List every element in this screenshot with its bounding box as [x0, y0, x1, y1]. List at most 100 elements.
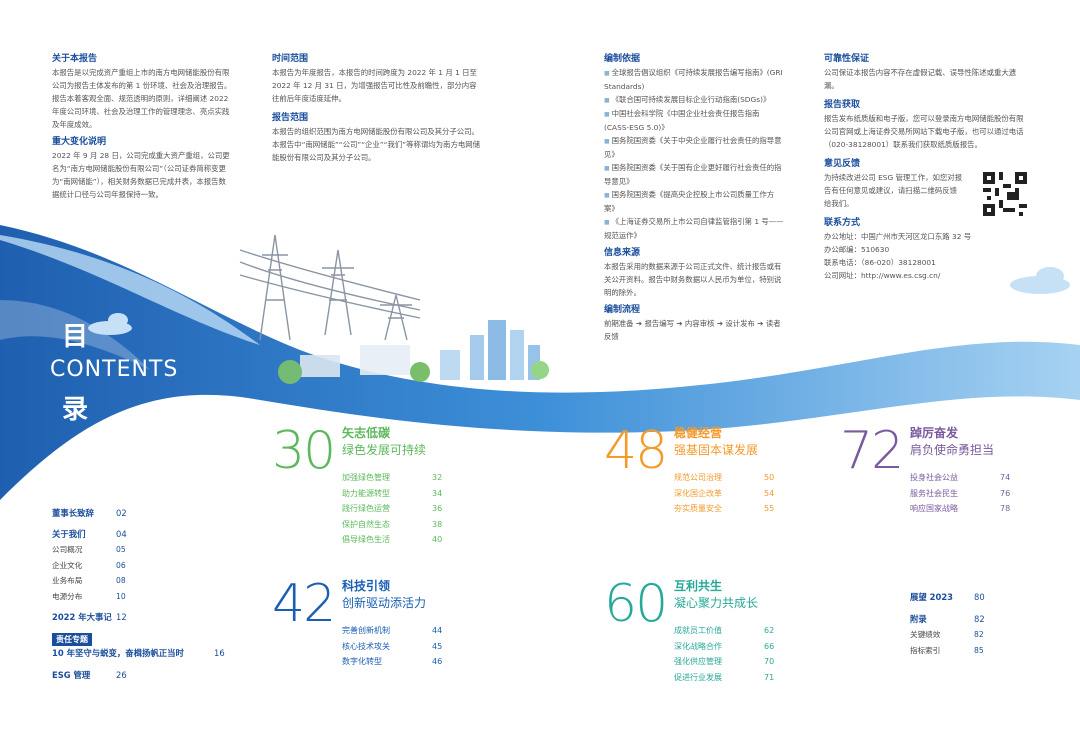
section-item-title: 数字化转型	[342, 657, 382, 666]
basis-list: 全球报告倡议组织《可持续发展报告编写指南》(GRI Standards)《联合国…	[604, 66, 784, 242]
section-item-num: 62	[764, 626, 775, 635]
outlook-row[interactable]: 指标索引 85	[910, 643, 1010, 659]
left-toc-row[interactable]: 公司概况 05	[52, 542, 232, 558]
intro-column-4: 可靠性保证 公司保证本报告内容不存在虚假记载、误导性陈述或重大遗漏。 报告获取 …	[824, 52, 1030, 282]
time-range-title: 时间范围	[272, 54, 309, 64]
section-item-num: 74	[1000, 473, 1011, 482]
contact-line: 联系电话：（86-020）38128001	[824, 258, 936, 267]
major-change-title: 重大变化说明	[52, 137, 107, 147]
section-item-num: 76	[1000, 488, 1011, 498]
left-toc-row[interactable]: 企业文化 06	[52, 558, 232, 574]
section-title: 踔厉奋发	[910, 426, 959, 440]
section-item-title: 夯实质量安全	[674, 504, 722, 513]
report-get-title: 报告获取	[824, 100, 861, 110]
section-item-title: 加强绿色管理	[342, 473, 390, 482]
about-report-title: 关于本报告	[52, 54, 98, 64]
outlook-title: 展望 2023	[910, 592, 953, 602]
section-item[interactable]: 响应国家战略 78	[910, 501, 1040, 517]
intro-column-1: 关于本报告 本报告是以完成资产重组上市的南方电网储能股份有限公司为报告主体发布的…	[52, 52, 232, 201]
special-topic-row[interactable]: 10 年坚守与蜕变，奋楫扬帆正当时 16	[52, 646, 232, 662]
time-range-text: 本报告为年度报告，本报告的时间跨度为 2022 年 1 月 1 日至 2022 …	[272, 68, 477, 103]
left-toc-num: 04	[116, 528, 127, 539]
section-number: 60	[604, 574, 668, 634]
outlook-title: 指标索引	[910, 645, 941, 655]
info-source-text: 本报告采用的数据来源于公司正式文件、统计报告或有关公开资料。报告中财务数据以人民…	[604, 262, 782, 297]
section-title: 互利共生	[674, 579, 723, 593]
section-item-num: 36	[432, 504, 443, 513]
basis-item: 中国社会科学院《中国企业社会责任报告指南(CASS-ESG 5.0)》	[604, 107, 784, 134]
left-toc-row[interactable]: 董事长致辞 02	[52, 506, 232, 522]
about-report-text: 本报告是以完成资产重组上市的南方电网储能股份有限公司为报告主体发布的第 1 份环…	[52, 68, 232, 129]
left-toc-title: 业务布局	[52, 576, 83, 586]
section-item-num: 45	[432, 641, 443, 651]
section-item-num: 34	[432, 488, 443, 498]
left-toc-num: 02	[116, 508, 127, 518]
outlook-row[interactable]: 关键绩效 82	[910, 627, 1010, 643]
intro-column-3: 编制依据 全球报告倡议组织《可持续发展报告编写指南》(GRI Standards…	[604, 52, 784, 343]
left-toc-num: 05	[116, 545, 126, 555]
outlook-title: 关键绩效	[910, 630, 941, 640]
section-number: 48	[604, 421, 668, 481]
left-toc-title: 企业文化	[52, 560, 83, 570]
basis-title: 编制依据	[604, 54, 641, 64]
section-item-num: 71	[764, 672, 775, 682]
section-subtitle: 凝心聚力共成长	[674, 596, 759, 610]
section-item-title: 响应国家战略	[910, 504, 958, 513]
section-subtitle: 强基固本谋发展	[674, 443, 759, 457]
esg-title: ESG 管理	[52, 669, 91, 680]
outlook-num: 85	[974, 645, 984, 655]
section-number: 42	[272, 574, 336, 634]
section-item-title: 投身社会公益	[910, 473, 958, 482]
outlook-num: 82	[974, 613, 985, 624]
report-get-text: 报告发布纸质版和电子版，您可以登录南方电网储能股份有限公司官网或上海证券交易所网…	[824, 114, 1024, 149]
esg-row[interactable]: ESG 管理 26	[52, 668, 232, 684]
process-text: 前期准备 ➔ 报告编写 ➔ 内容审核 ➔ 设计发布 ➔ 读者反馈	[604, 319, 781, 341]
major-change-text: 2022 年 9 月 28 日，公司完成重大资产重组，公司更名为“南方电网储能股…	[52, 151, 230, 199]
reliability-text: 公司保证本报告内容不存在虚假记载、误导性陈述或重大遗漏。	[824, 68, 1017, 90]
section-title: 矢志低碳	[342, 426, 391, 440]
section-item-title: 保护自然生态	[342, 519, 390, 529]
section-item-title: 倡导绿色生活	[342, 535, 390, 544]
left-toc-num: 06	[116, 560, 126, 570]
section-item[interactable]: 投身社会公益 74	[910, 470, 1040, 486]
special-topic-num: 16	[214, 648, 225, 659]
basis-item: 《上海证券交易所上市公司自律监管指引第 1 号——规范运作》	[604, 215, 784, 242]
outlook-num: 82	[974, 630, 984, 640]
info-source-title: 信息来源	[604, 248, 641, 258]
section-item-num: 78	[1000, 504, 1011, 513]
contents-lu: 录	[62, 395, 89, 425]
basis-item: 《联合国可持续发展目标企业行动指南(SDGs)》	[604, 93, 784, 107]
reliability-title: 可靠性保证	[824, 54, 870, 64]
contact-line: 办公邮编：510630	[824, 245, 890, 254]
section-item-num: 70	[764, 657, 775, 666]
left-toc-title: 董事长致辞	[52, 508, 94, 518]
left-toc-title: 公司概况	[52, 545, 83, 555]
section-item-title: 规范公司治理	[674, 473, 722, 482]
qr-code-icon[interactable]	[983, 172, 1027, 216]
report-scope-text: 本报告的组织范围为南方电网储能股份有限公司及其分子公司。本报告中“南网储能”“公…	[272, 127, 481, 162]
section-item-num: 44	[432, 626, 443, 635]
